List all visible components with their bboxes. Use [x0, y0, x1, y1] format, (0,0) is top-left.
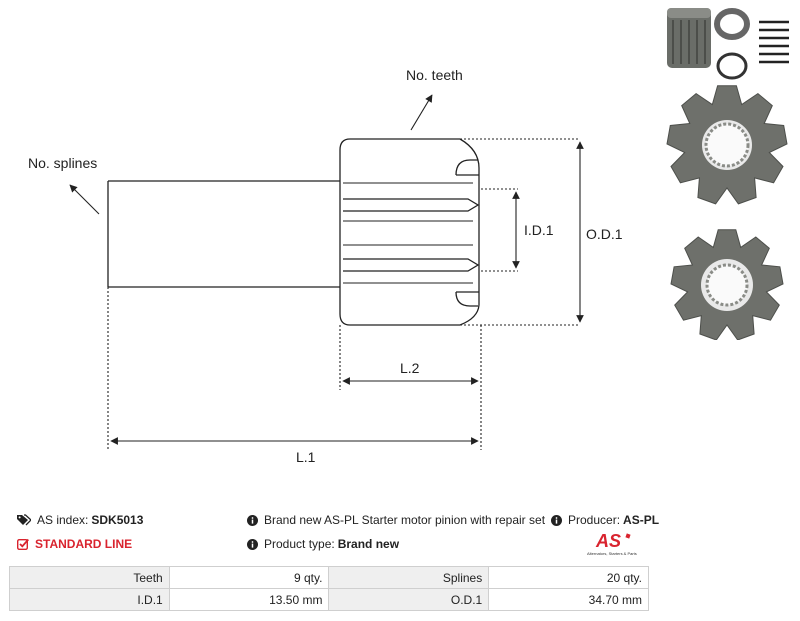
spec-label: Splines [328, 566, 490, 589]
product-photos [666, 8, 789, 340]
photo-repair-set [667, 8, 789, 80]
producer: Producer: AS-PL [551, 513, 659, 527]
product-description: Brand new AS-PL Starter motor pinion wit… [247, 513, 545, 527]
as-pl-logo: AS Alternators, Starters & Parts [587, 531, 637, 556]
id1-label: I.D.1 [524, 222, 554, 238]
splines-label: No. splines [28, 155, 97, 171]
standard-line-label: STANDARD LINE [35, 537, 133, 551]
spec-value: 13.50 mm [168, 588, 330, 611]
info-icon [247, 514, 258, 526]
product-type-value: Brand new [337, 537, 400, 551]
spec-value: 20 qty. [488, 566, 649, 589]
as-index: AS index: SDK5013 [17, 513, 143, 527]
info-icon [551, 514, 562, 526]
splines-pointer [69, 184, 100, 215]
as-index-label: AS index: [37, 513, 89, 527]
checkbox-checked-icon [17, 538, 29, 550]
info-icon [247, 538, 258, 550]
spec-label: Teeth [9, 566, 170, 589]
producer-value: AS-PL [623, 513, 660, 527]
as-index-value: SDK5013 [91, 513, 144, 527]
spec-value: 9 qty. [168, 566, 330, 589]
logo-tagline: Alternators, Starters & Parts [587, 551, 637, 556]
producer-label: Producer: [568, 513, 621, 527]
spec-value: 34.70 mm [488, 588, 649, 611]
photo-gear-bottom [670, 229, 784, 340]
spec-label: O.D.1 [328, 588, 490, 611]
l2-label: L.2 [400, 360, 420, 376]
photo-gear-top [666, 85, 788, 205]
standard-line: STANDARD LINE [17, 537, 132, 551]
pinion-technical-drawing: No. splines No. teeth I.D.1 O.D.1 L.2 L.… [28, 67, 623, 465]
product-type-label: Product type: [264, 537, 335, 551]
tags-icon [17, 514, 31, 526]
teeth-pointer [410, 94, 433, 131]
spec-label: I.D.1 [9, 588, 170, 611]
teeth-label: No. teeth [406, 67, 463, 83]
description-text: Brand new AS-PL Starter motor pinion wit… [264, 513, 546, 527]
product-type: Product type: Brand new [247, 537, 399, 551]
od1-label: O.D.1 [586, 226, 623, 242]
shaft-outline [107, 180, 340, 288]
logo-mark: AS [595, 531, 621, 551]
l1-label: L.1 [296, 449, 316, 465]
